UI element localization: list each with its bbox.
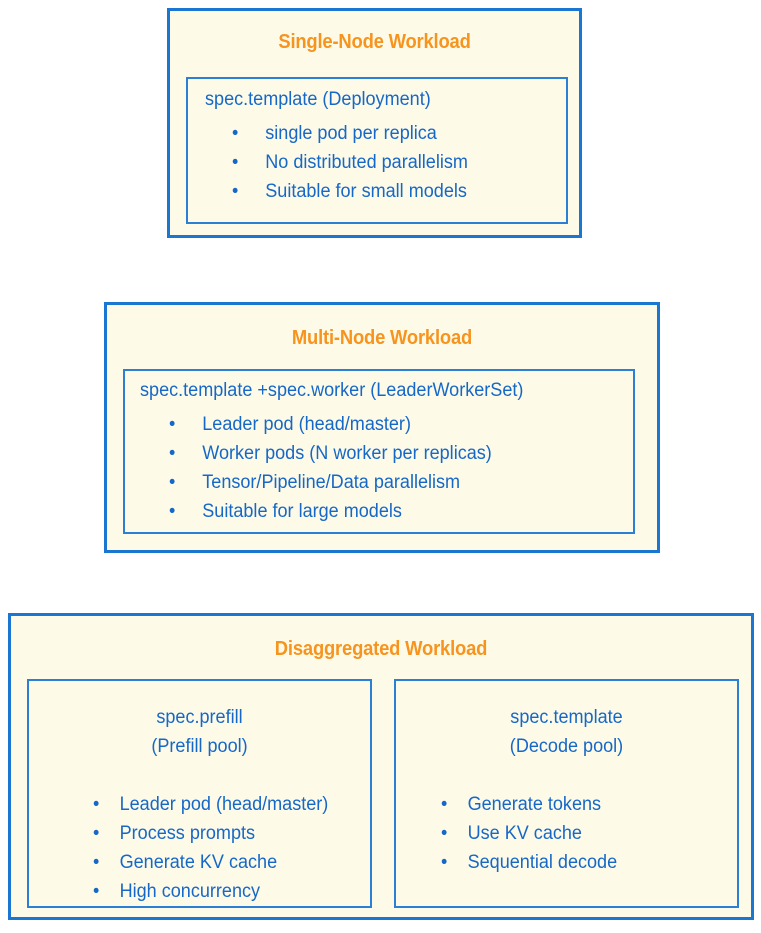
list-item-label: Worker pods (N worker per replicas) bbox=[202, 443, 492, 464]
list-item-label: Leader pod (head/master) bbox=[202, 414, 411, 435]
prefill-pool-heading: spec.prefill (Prefill pool) bbox=[29, 703, 370, 761]
list-item: • Generate KV cache bbox=[93, 848, 328, 877]
list-item-label: Sequential decode bbox=[467, 852, 618, 873]
list-item-label: No distributed parallelism bbox=[265, 152, 468, 173]
list-item-label: High concurrency bbox=[119, 881, 261, 902]
list-item: • Generate tokens bbox=[441, 790, 617, 819]
prefill-pool-panel: spec.prefill (Prefill pool) • Leader pod… bbox=[27, 679, 372, 908]
list-item: • High concurrency bbox=[93, 877, 328, 906]
disaggregated-workload-card: Disaggregated Workload spec.prefill (Pre… bbox=[8, 613, 754, 920]
list-item: • Leader pod (head/master) bbox=[93, 790, 328, 819]
decode-pool-heading: spec.template (Decode pool) bbox=[396, 703, 737, 761]
list-item: • Worker pods (N worker per replicas) bbox=[169, 439, 492, 468]
decode-spec-heading: spec.template bbox=[510, 707, 623, 728]
list-item: • Leader pod (head/master) bbox=[169, 410, 492, 439]
bullet-dot-icon: • bbox=[441, 823, 448, 844]
single-node-workload-card: Single-Node Workload spec.template (Depl… bbox=[167, 8, 582, 238]
bullet-dot-icon: • bbox=[93, 852, 100, 873]
bullet-dot-icon: • bbox=[232, 152, 239, 173]
list-item: • Suitable for large models bbox=[169, 497, 492, 526]
list-item-label: Suitable for large models bbox=[202, 501, 402, 522]
bullet-dot-icon: • bbox=[441, 852, 448, 873]
decode-pool-panel: spec.template (Decode pool) • Generate t… bbox=[394, 679, 739, 908]
bullet-dot-icon: • bbox=[441, 794, 448, 815]
list-item: • Process prompts bbox=[93, 819, 328, 848]
multi-node-workload-card: Multi-Node Workload spec.template +spec.… bbox=[104, 302, 660, 553]
bullet-dot-icon: • bbox=[93, 794, 100, 815]
disaggregated-workload-title: Disaggregated Workload bbox=[274, 638, 488, 660]
single-node-workload-title: Single-Node Workload bbox=[278, 31, 471, 53]
list-item: • single pod per replica bbox=[232, 119, 468, 148]
list-item: • Sequential decode bbox=[441, 848, 617, 877]
multi-node-spec-panel: spec.template +spec.worker (LeaderWorker… bbox=[123, 369, 635, 534]
list-item: • Tensor/Pipeline/Data parallelism bbox=[169, 468, 492, 497]
decode-pool-label: (Decode pool) bbox=[509, 736, 624, 757]
bullet-dot-icon: • bbox=[232, 123, 239, 144]
bullet-dot-icon: • bbox=[169, 443, 176, 464]
prefill-pool-label: (Prefill pool) bbox=[151, 736, 248, 757]
list-item-label: Tensor/Pipeline/Data parallelism bbox=[202, 472, 461, 493]
bullet-dot-icon: • bbox=[93, 823, 100, 844]
single-node-bullet-list: • single pod per replica • No distribute… bbox=[232, 119, 480, 206]
list-item-label: Process prompts bbox=[119, 823, 256, 844]
bullet-dot-icon: • bbox=[93, 881, 100, 902]
multi-node-bullet-list: • Leader pod (head/master) • Worker pods… bbox=[169, 410, 509, 526]
list-item-label: Use KV cache bbox=[467, 823, 582, 844]
multi-node-workload-title: Multi-Node Workload bbox=[291, 327, 473, 349]
list-item: • Use KV cache bbox=[441, 819, 617, 848]
bullet-dot-icon: • bbox=[169, 501, 176, 522]
list-item-label: Leader pod (head/master) bbox=[119, 794, 329, 815]
list-item: • No distributed parallelism bbox=[232, 148, 468, 177]
list-item-label: Suitable for small models bbox=[265, 181, 467, 202]
single-node-spec-panel: spec.template (Deployment) • single pod … bbox=[186, 77, 568, 224]
list-item-label: Generate tokens bbox=[467, 794, 602, 815]
bullet-dot-icon: • bbox=[232, 181, 239, 202]
multi-node-spec-heading: spec.template +spec.worker (LeaderWorker… bbox=[140, 380, 524, 401]
list-item-label: single pod per replica bbox=[265, 123, 437, 144]
list-item-label: Generate KV cache bbox=[119, 852, 278, 873]
bullet-dot-icon: • bbox=[169, 472, 176, 493]
single-node-spec-heading: spec.template (Deployment) bbox=[205, 89, 431, 110]
bullet-dot-icon: • bbox=[169, 414, 176, 435]
prefill-spec-heading: spec.prefill bbox=[156, 707, 243, 728]
list-item: • Suitable for small models bbox=[232, 177, 468, 206]
prefill-pool-bullet-list: • Leader pod (head/master) • Process pro… bbox=[93, 790, 341, 906]
decode-pool-bullet-list: • Generate tokens • Use KV cache • Seque… bbox=[441, 790, 626, 877]
